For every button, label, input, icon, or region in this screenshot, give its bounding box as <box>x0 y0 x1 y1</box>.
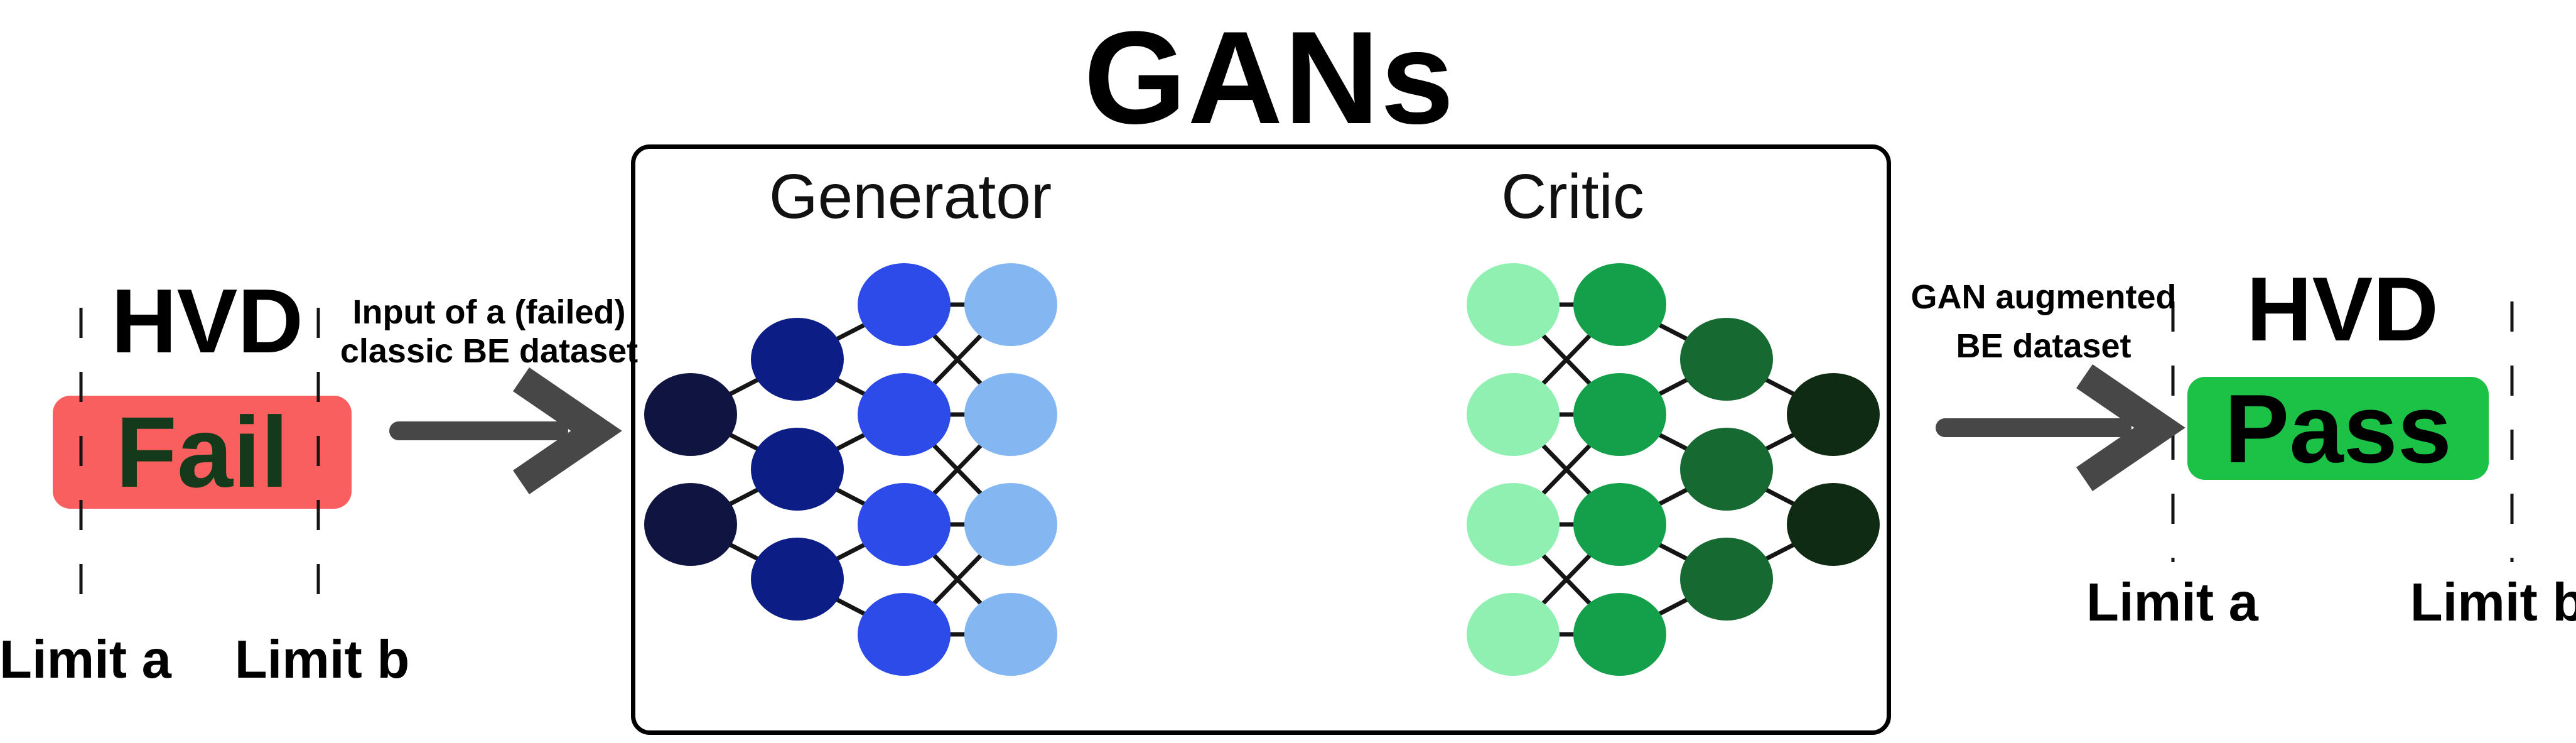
generator-node-2-0 <box>858 263 951 346</box>
generator-node-3-3 <box>964 593 1057 676</box>
arrow-head-1 <box>2076 364 2185 491</box>
critic-node-0-0 <box>1467 263 1560 346</box>
generator-node-0-0 <box>644 373 737 456</box>
generator-node-1-0 <box>751 318 844 401</box>
fail-label: Fail <box>116 396 289 508</box>
critic-node-2-1 <box>1680 428 1773 511</box>
left-limit-a-label: Limit a <box>0 630 171 690</box>
generator-label: Generator <box>768 161 1052 232</box>
critic-node-1-1 <box>1573 373 1666 456</box>
generator-node-3-1 <box>964 373 1057 456</box>
left-hvd-heading: HVD <box>110 270 304 372</box>
critic-node-1-3 <box>1573 593 1666 676</box>
generator-node-2-3 <box>858 593 951 676</box>
right-arrow-caption-line2: BE dataset <box>1956 327 2131 365</box>
generator-node-2-1 <box>858 373 951 456</box>
critic-node-3-0 <box>1787 373 1880 456</box>
critic-node-2-2 <box>1680 538 1773 621</box>
critic-node-0-2 <box>1467 483 1560 566</box>
pass-label: Pass <box>2224 374 2452 483</box>
generator-node-2-2 <box>858 483 951 566</box>
left-arrow-caption-line2: classic BE dataset <box>340 332 639 370</box>
fail-status-box: Fail <box>53 396 352 509</box>
right-arrow-caption-line1: GAN augmented <box>1910 278 2177 316</box>
critic-node-0-1 <box>1467 373 1560 456</box>
critic-node-2-0 <box>1680 318 1773 401</box>
left-limit-b-label: Limit b <box>234 630 410 690</box>
critic-node-0-3 <box>1467 593 1560 676</box>
page-title: GANs <box>1084 4 1455 151</box>
critic-node-1-2 <box>1573 483 1666 566</box>
critic-node-3-1 <box>1787 483 1880 566</box>
generator-node-3-2 <box>964 483 1057 566</box>
right-hvd-heading: HVD <box>2246 258 2439 360</box>
gan-container-box <box>631 144 1891 735</box>
pass-status-box: Pass <box>2187 377 2489 480</box>
left-arrow-caption-line1: Input of a (failed) <box>352 293 626 331</box>
generator-node-1-2 <box>751 538 844 621</box>
right-limit-a-label: Limit a <box>2086 573 2258 632</box>
arrow-head-0 <box>513 367 622 494</box>
generator-node-1-1 <box>751 428 844 511</box>
critic-label: Critic <box>1501 161 1644 232</box>
critic-node-1-0 <box>1573 263 1666 346</box>
generator-node-0-1 <box>644 483 737 566</box>
generator-node-3-0 <box>964 263 1057 346</box>
right-limit-b-label: Limit b <box>2410 573 2576 632</box>
